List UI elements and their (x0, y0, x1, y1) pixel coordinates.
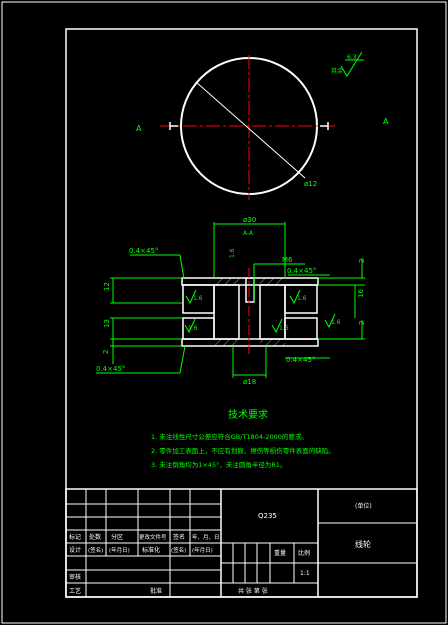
sheet-label: 共 张 第 张 (238, 587, 268, 595)
section-title: A-A (243, 230, 254, 237)
chamfer-1: 0.4×45° (129, 247, 158, 255)
roughness-3: 1.6 (188, 325, 198, 332)
diameter-leader (195, 81, 306, 179)
left-dim-2: 13 (103, 319, 111, 328)
roughness-6: 1.6 (331, 319, 341, 326)
right-dim-1: 2 (358, 259, 366, 263)
right-dim-2: 16 (357, 289, 365, 298)
right-dim-3: 2 (358, 321, 366, 325)
thread-hole (245, 277, 255, 303)
tb-r2-c6: (年月日) (192, 546, 213, 554)
tb-r1-c3: 分区 (111, 533, 123, 541)
thread-label: M6 (282, 256, 293, 264)
top-view: ø12 A A 6.3 其余 (136, 51, 389, 200)
roughness-note: 其余 (331, 67, 343, 75)
lower-flange (181, 338, 319, 347)
scale-value: 1:1 (300, 570, 310, 577)
part-name: 线轮 (355, 539, 371, 549)
section-mark-right: A (383, 117, 389, 126)
tb-r3-c1: 审核 (69, 573, 81, 581)
title-block: 标记 处数 分区 更改文件号 签名 年、月、日 设计 (签名) (年月日) 标准… (65, 488, 418, 598)
roughness-2: 1.6 (297, 295, 307, 302)
weight-label: 重量 (274, 549, 286, 557)
section-view: A-A ø30 ø18 M6 0.4×45° 0.4×45° 0.4×45° 0… (96, 216, 366, 386)
material: Q235 (258, 512, 277, 520)
requirements-heading: 技术要求 (228, 408, 268, 421)
requirement-1: 1. 未注线性尺寸公差应符合GB/T1804-2000的要求。 (151, 432, 308, 441)
left-dim-1: 12 (103, 282, 111, 291)
tb-r1-c1: 标记 (69, 533, 81, 541)
tb-r1-c5: 签名 (173, 533, 185, 541)
inner-frame (65, 28, 418, 598)
chamfer-4: 0.4×45° (286, 356, 315, 364)
scale-label: 比例 (298, 549, 310, 557)
tb-r4-c1: 工艺 (69, 587, 81, 595)
chamfer-2: 0.4×45° (287, 267, 316, 275)
tb-r1-c2: 处数 (89, 533, 101, 541)
tb-r4-c2: 批准 (150, 587, 162, 595)
technical-requirements: 技术要求 1. 未注线性尺寸公差应符合GB/T1804-2000的要求。 2. … (151, 408, 335, 469)
tb-r2-c3: (年月日) (109, 546, 130, 554)
tb-r2-c2: (签名) (88, 546, 103, 554)
diameter-label: ø12 (304, 180, 317, 188)
hub-left (213, 284, 240, 340)
roughness-4: 1.6 (279, 325, 289, 332)
roughness-1: 1.6 (193, 295, 203, 302)
roughness-value: 6.3 (347, 54, 357, 61)
roughness-5: 1.6 (229, 248, 236, 258)
section-mark-left: A (136, 124, 142, 133)
tb-r1-c4: 更改文件号 (139, 533, 167, 541)
unit-label: (单位) (355, 502, 372, 510)
chamfer-3: 0.4×45° (96, 365, 125, 373)
tb-r2-c4: 标准化 (142, 546, 160, 554)
tb-r1-c6: 年、月、日 (192, 533, 220, 541)
requirement-2: 2. 零件加工表面上，不应有划痕、擦伤等损伤零件表面的缺陷。 (151, 446, 335, 455)
tb-r2-c1: 设计 (69, 546, 81, 554)
requirement-3: 3. 未注倒角均为1×45°，未注圆角半径为R1。 (151, 460, 287, 469)
dim-top: ø30 (243, 216, 256, 224)
tb-r2-c5: (签名) (171, 546, 186, 554)
upper-flange (181, 277, 319, 286)
dim-bottom: ø18 (243, 378, 256, 386)
left-dim-3: 2 (102, 350, 110, 354)
